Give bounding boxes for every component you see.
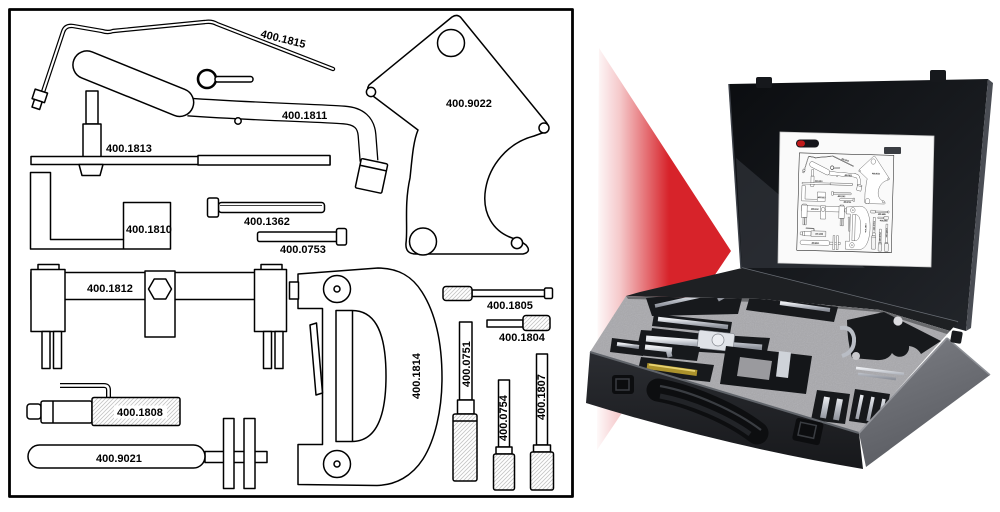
svg-text:400.1804: 400.1804 bbox=[499, 332, 546, 344]
svg-text:400.9022: 400.9022 bbox=[446, 98, 492, 110]
svg-text:400.1814: 400.1814 bbox=[411, 352, 423, 399]
svg-text:400.1807: 400.1807 bbox=[536, 374, 548, 420]
svg-text:400.0751: 400.0751 bbox=[461, 341, 473, 387]
svg-text:400.1808: 400.1808 bbox=[117, 407, 163, 419]
svg-text:400.0754: 400.0754 bbox=[498, 394, 510, 441]
svg-text:400.0753: 400.0753 bbox=[280, 244, 326, 256]
svg-text:400.1812: 400.1812 bbox=[87, 283, 133, 295]
svg-text:400.1805: 400.1805 bbox=[487, 300, 533, 312]
svg-text:400.9021: 400.9021 bbox=[96, 453, 142, 465]
svg-text:400.1811: 400.1811 bbox=[282, 110, 327, 122]
svg-text:400.1810: 400.1810 bbox=[126, 224, 172, 236]
svg-text:400.1813: 400.1813 bbox=[106, 143, 152, 155]
svg-text:400.1362: 400.1362 bbox=[244, 216, 290, 228]
